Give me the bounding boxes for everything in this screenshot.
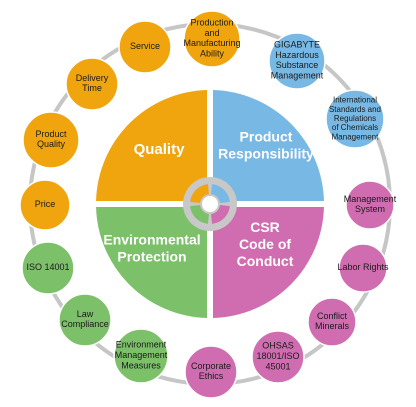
node-iso-14001: ISO 14001 bbox=[21, 241, 75, 295]
quadrant-label-quality: Quality bbox=[134, 141, 186, 158]
node-labor-rights: Labor Rights bbox=[337, 243, 389, 293]
node-price: Price bbox=[19, 179, 71, 231]
center-arc-segment bbox=[190, 205, 209, 224]
center-arc-segment bbox=[211, 205, 230, 224]
node-circle bbox=[113, 328, 169, 384]
center-arc-segment bbox=[211, 184, 230, 203]
node-label: ISO 14001 bbox=[26, 262, 69, 272]
quadrant-environmental bbox=[96, 207, 207, 318]
center-emblem bbox=[183, 177, 237, 231]
node-circle bbox=[21, 241, 75, 295]
node-circle bbox=[22, 111, 80, 169]
center-arc-segment bbox=[190, 184, 209, 203]
node-service: Service bbox=[118, 20, 172, 74]
node-circle bbox=[184, 345, 238, 399]
node-circle bbox=[58, 293, 112, 347]
quadrant-product-responsibility bbox=[213, 90, 324, 201]
quadrant-csr bbox=[213, 207, 324, 318]
center-hole bbox=[202, 196, 218, 212]
node-circle bbox=[251, 330, 305, 384]
node-label: Price bbox=[35, 199, 56, 209]
node-circle bbox=[65, 57, 119, 111]
node-circle bbox=[268, 32, 326, 90]
node-circle bbox=[325, 89, 385, 149]
node-circle bbox=[307, 297, 357, 347]
quadrant-quality bbox=[96, 90, 207, 201]
node-circle bbox=[338, 243, 388, 293]
node-label: Labor Rights bbox=[337, 262, 389, 272]
node-circle bbox=[19, 179, 71, 231]
node-circle bbox=[345, 180, 395, 230]
node-circle bbox=[183, 10, 241, 68]
node-label: Service bbox=[130, 41, 160, 51]
node-circle bbox=[118, 20, 172, 74]
